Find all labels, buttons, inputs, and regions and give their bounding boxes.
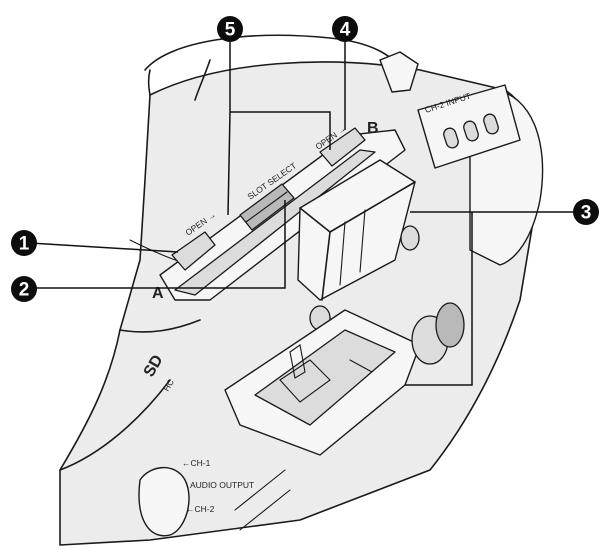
ch2-label: ←CH-2 <box>186 504 215 514</box>
callout-2: 2 <box>11 276 37 302</box>
audio-output-label: AUDIO OUTPUT <box>190 480 254 490</box>
camera-body <box>59 34 544 546</box>
svg-text:1: 1 <box>19 234 30 255</box>
leader-lines <box>29 42 580 386</box>
slot-select-button[interactable] <box>239 183 295 231</box>
callout-1: 1 <box>11 230 37 256</box>
callout-3: 3 <box>573 199 599 225</box>
callout-5: 5 <box>217 16 243 42</box>
slot-a-label: A <box>152 285 164 302</box>
ch1-label: ←CH-1 <box>182 458 211 468</box>
leader-line-2 <box>30 200 286 289</box>
slot-a-open-button[interactable] <box>171 231 216 271</box>
svg-text:4: 4 <box>340 20 351 41</box>
leader-line-1 <box>29 242 179 253</box>
audio-output-area <box>138 466 291 537</box>
callout-4: 4 <box>332 16 358 42</box>
card-cover-top <box>297 159 416 301</box>
slot-b-open-button[interactable] <box>319 127 366 167</box>
svg-text:2: 2 <box>19 280 30 301</box>
svg-text:3: 3 <box>581 203 592 224</box>
svg-text:5: 5 <box>225 20 236 41</box>
slot-b-label: B <box>367 120 379 137</box>
